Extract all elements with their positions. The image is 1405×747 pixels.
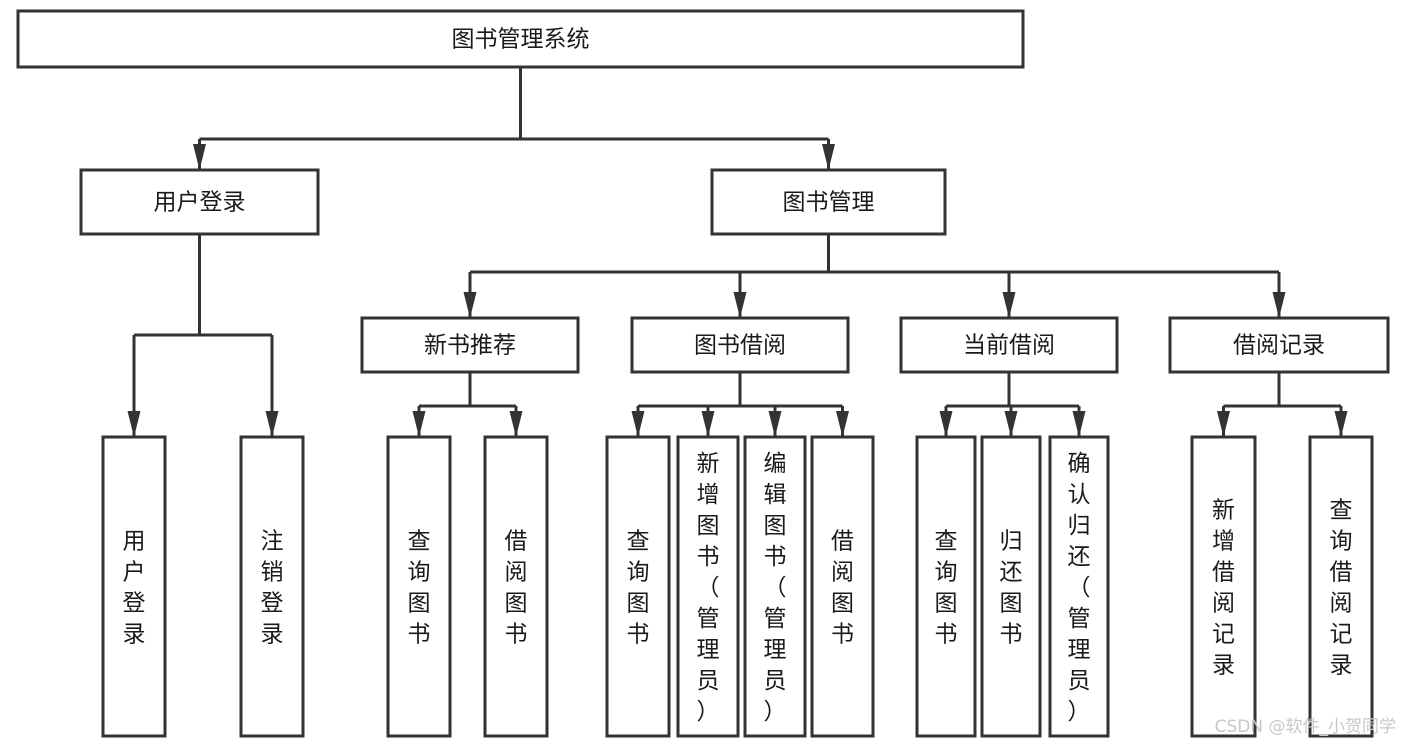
node-box-record-add[interactable] (1190, 435, 1257, 738)
node-current-confirm-return[interactable]: 确认归还（管理员） (1048, 435, 1110, 738)
node-label-record-query: 查询借阅记录 (1330, 498, 1353, 679)
node-root[interactable]: 图书管理系统 (16, 9, 1025, 69)
node-box-user-login-logout[interactable] (239, 435, 305, 738)
node-box-current-query-book[interactable] (915, 435, 977, 738)
node-label-user-login: 用户登录 (154, 190, 246, 216)
node-box-borrow-record[interactable] (1168, 316, 1390, 374)
node-label-current-query-book: 查询图书 (935, 529, 958, 648)
node-label-current-borrow: 当前借阅 (963, 333, 1055, 359)
node-box-borrow-add-book[interactable] (676, 435, 740, 738)
node-label-borrow-borrow-book: 借阅图书 (831, 529, 854, 648)
node-borrow-query-book[interactable]: 查询图书 (605, 435, 671, 738)
node-label-borrow-edit-book: 编辑图书（管理员） (764, 451, 787, 725)
book-manage-arrow-0 (463, 292, 477, 318)
node-label-current-return-book: 归还图书 (1000, 529, 1023, 648)
node-label-book-manage: 图书管理 (783, 190, 875, 216)
node-label-recommend-query-book: 查询图书 (408, 529, 431, 648)
root-arrow-1 (822, 144, 835, 170)
new-book-recommend-arrow-0 (412, 411, 426, 437)
node-label-user-login-login: 用户登录 (123, 529, 146, 648)
node-box-new-book-recommend[interactable] (360, 316, 580, 374)
node-box-user-login[interactable] (79, 168, 320, 236)
node-box-root[interactable] (16, 9, 1025, 69)
book-borrow-arrow-2 (768, 411, 782, 437)
node-label-borrow-add-book: 新增图书（管理员） (697, 451, 720, 725)
node-box-recommend-borrow-book[interactable] (483, 435, 549, 738)
node-label-new-book-recommend: 新书推荐 (424, 333, 516, 359)
current-borrow-arrow-1 (1004, 411, 1018, 437)
user-login-arrow-1 (265, 411, 279, 437)
node-box-borrow-query-book[interactable] (605, 435, 671, 738)
node-label-borrow-query-book: 查询图书 (627, 529, 650, 648)
new-book-recommend-arrow-1 (509, 411, 523, 437)
book-borrow-arrow-1 (701, 411, 715, 437)
root-arrow-0 (193, 144, 206, 170)
csdn-watermark: CSDN @软件_小贺同学 (1215, 717, 1396, 737)
node-label-record-add: 新增借阅记录 (1212, 498, 1235, 679)
node-box-current-confirm-return[interactable] (1048, 435, 1110, 738)
node-recommend-borrow-book[interactable]: 借阅图书 (483, 435, 549, 738)
node-box-recommend-query-book[interactable] (386, 435, 452, 738)
node-box-current-borrow[interactable] (899, 316, 1119, 374)
book-borrow-arrow-3 (836, 411, 849, 437)
node-borrow-borrow-book[interactable]: 借阅图书 (810, 435, 875, 738)
node-label-borrow-record: 借阅记录 (1233, 333, 1325, 359)
node-record-query[interactable]: 查询借阅记录 (1308, 435, 1374, 738)
node-user-login[interactable]: 用户登录 (79, 168, 320, 236)
node-borrow-add-book[interactable]: 新增图书（管理员） (676, 435, 740, 738)
node-current-return-book[interactable]: 归还图书 (980, 435, 1042, 738)
node-book-borrow[interactable]: 图书借阅 (630, 316, 850, 374)
current-borrow-arrow-0 (939, 411, 953, 437)
book-manage-arrow-1 (733, 292, 747, 318)
node-box-borrow-edit-book[interactable] (743, 435, 807, 738)
book-manage-arrow-2 (1002, 292, 1016, 318)
node-user-login-login[interactable]: 用户登录 (101, 435, 167, 738)
node-label-recommend-borrow-book: 借阅图书 (505, 529, 528, 648)
node-borrow-record[interactable]: 借阅记录 (1168, 316, 1390, 374)
node-box-book-manage[interactable] (710, 168, 947, 236)
node-record-add[interactable]: 新增借阅记录 (1190, 435, 1257, 738)
node-label-book-borrow: 图书借阅 (694, 333, 786, 359)
borrow-record-arrow-0 (1217, 411, 1230, 437)
node-box-current-return-book[interactable] (980, 435, 1042, 738)
node-label-current-confirm-return: 确认归还（管理员） (1068, 451, 1091, 725)
node-recommend-query-book[interactable]: 查询图书 (386, 435, 452, 738)
user-login-arrow-0 (127, 411, 141, 437)
node-label-root: 图书管理系统 (452, 27, 590, 53)
node-new-book-recommend[interactable]: 新书推荐 (360, 316, 580, 374)
book-manage-arrow-3 (1272, 292, 1286, 318)
node-box-user-login-login[interactable] (101, 435, 167, 738)
node-current-query-book[interactable]: 查询图书 (915, 435, 977, 738)
node-user-login-logout[interactable]: 注销登录 (239, 435, 305, 738)
node-box-borrow-borrow-book[interactable] (810, 435, 875, 738)
node-book-manage[interactable]: 图书管理 (710, 168, 947, 236)
node-box-record-query[interactable] (1308, 435, 1374, 738)
node-current-borrow[interactable]: 当前借阅 (899, 316, 1119, 374)
borrow-record-arrow-1 (1334, 411, 1348, 437)
connector-layer (127, 67, 1348, 437)
node-borrow-edit-book[interactable]: 编辑图书（管理员） (743, 435, 807, 738)
node-label-user-login-logout: 注销登录 (261, 529, 284, 648)
current-borrow-arrow-2 (1072, 411, 1086, 437)
node-box-book-borrow[interactable] (630, 316, 850, 374)
book-borrow-arrow-0 (631, 411, 645, 437)
node-layer: 图书管理系统用户登录图书管理用户登录注销登录新书推荐查询图书借阅图书图书借阅查询… (16, 9, 1390, 738)
